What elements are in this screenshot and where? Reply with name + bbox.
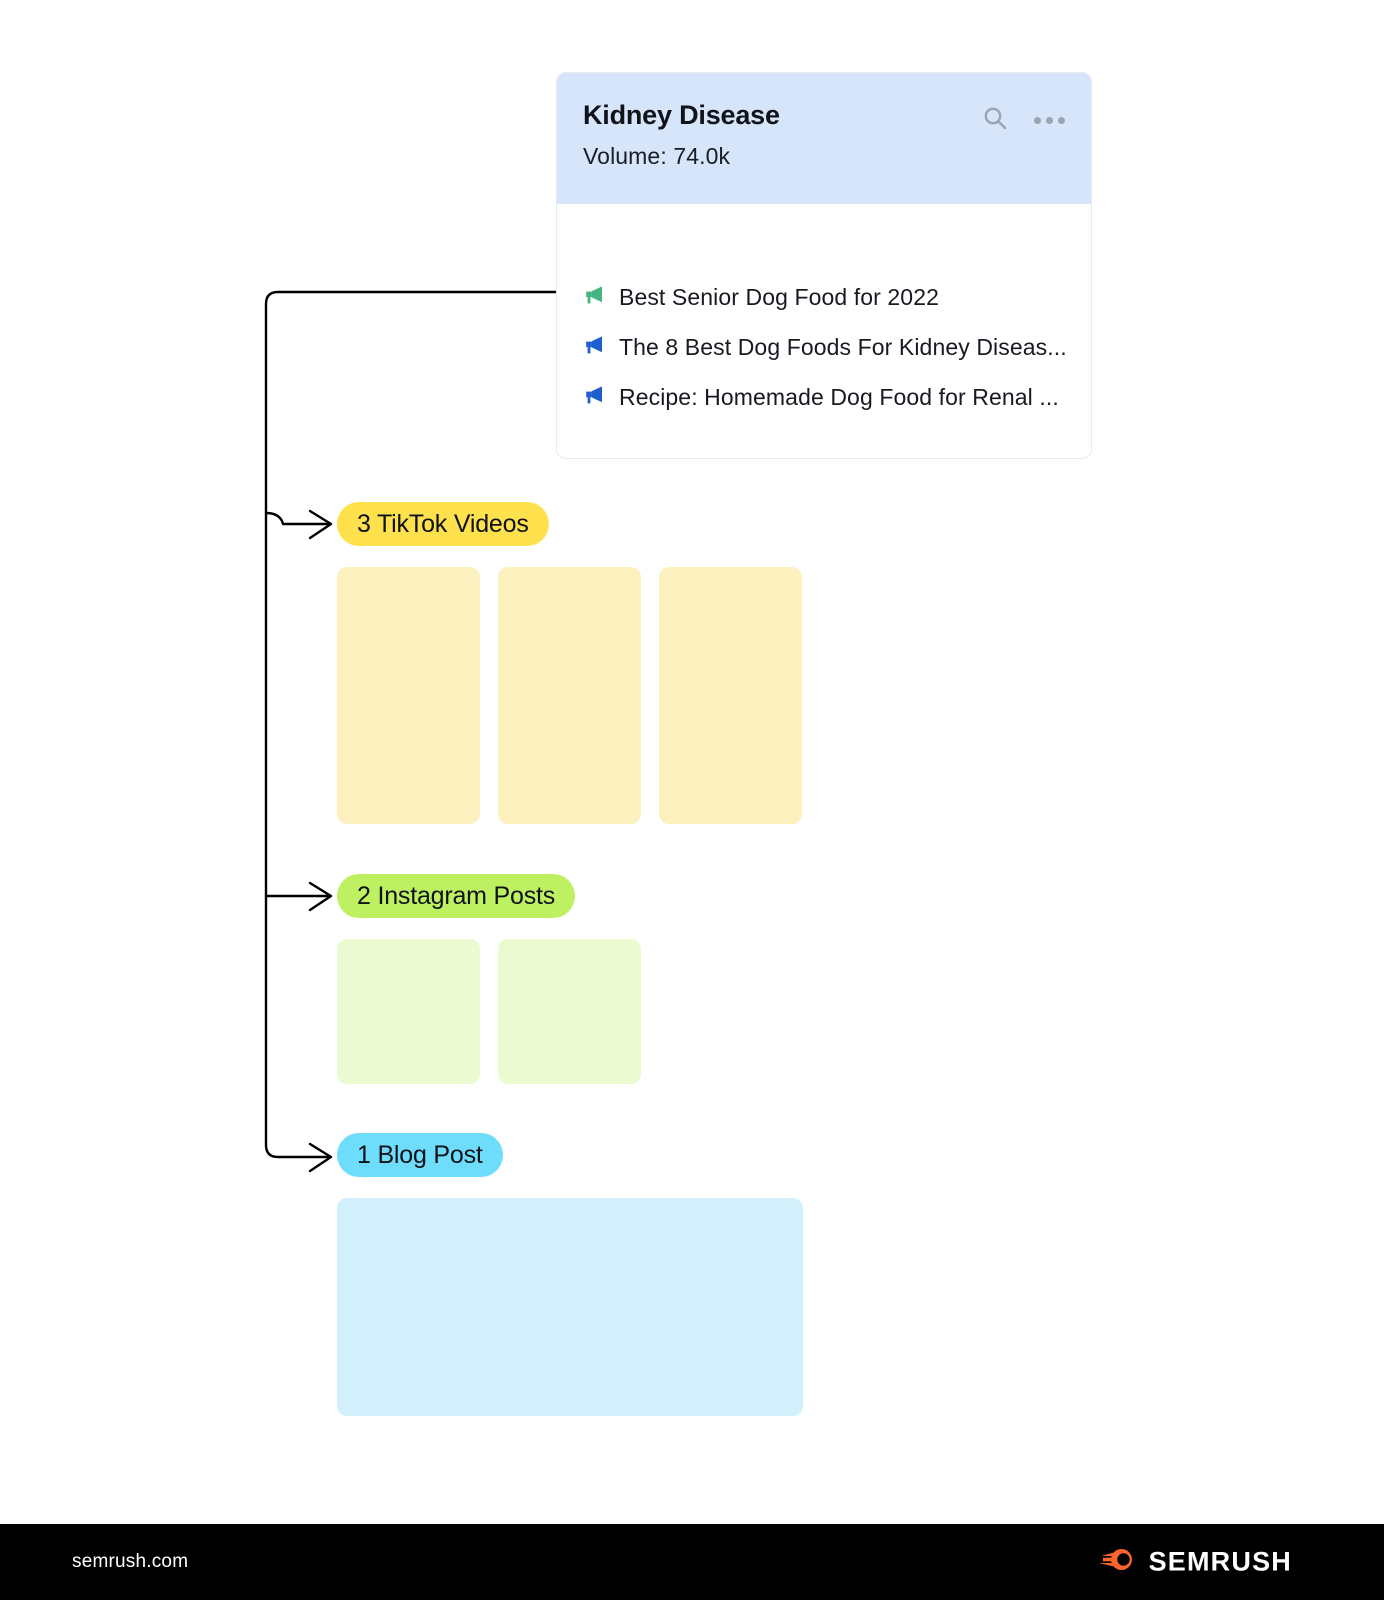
- footer-url: semrush.com: [72, 1551, 189, 1572]
- semrush-comet-logo-icon: [1098, 1545, 1139, 1580]
- card-header-actions: [982, 105, 1065, 136]
- volume-value: 74.0k: [673, 143, 731, 169]
- tiktok-video-placeholder[interactable]: [659, 567, 802, 824]
- volume-label: Volume:: [583, 143, 667, 169]
- list-item-label: Best Senior Dog Food for 2022: [619, 283, 939, 310]
- instagram-post-placeholder[interactable]: [337, 939, 480, 1084]
- connector-branch-tiktok: [264, 511, 332, 526]
- list-item[interactable]: The 8 Best Dog Foods For Kidney Diseas..…: [557, 322, 1091, 372]
- list-item[interactable]: Best Senior Dog Food for 2022: [557, 272, 1091, 322]
- semrush-wordmark: SEMRUSH: [1148, 1546, 1292, 1577]
- tiktok-video-placeholder[interactable]: [498, 567, 641, 824]
- keyword-idea-list: Best Senior Dog Food for 2022 The 8 Best…: [557, 204, 1091, 422]
- volume-row: Volume: 74.0k: [583, 141, 1063, 171]
- branch-pill-instagram[interactable]: 2 Instagram Posts: [337, 874, 576, 918]
- megaphone-icon: [583, 384, 605, 411]
- list-item[interactable]: Recipe: Homemade Dog Food for Renal ...: [557, 372, 1091, 422]
- blog-post-placeholder[interactable]: [337, 1198, 803, 1416]
- arrowhead-instagram: [308, 881, 333, 912]
- arrowhead-tiktok: [308, 509, 333, 540]
- page-title: Kidney Disease: [583, 100, 780, 130]
- branch-pill-tiktok[interactable]: 3 TikTok Videos: [337, 502, 549, 546]
- branch-pill-blog[interactable]: 1 Blog Post: [337, 1133, 503, 1177]
- megaphone-icon: [583, 284, 605, 311]
- instagram-post-placeholder[interactable]: [498, 939, 641, 1084]
- keyword-card-header: Kidney Disease Volume: 74.0k: [557, 73, 1091, 204]
- semrush-brand: SEMRUSH: [1098, 1545, 1292, 1580]
- megaphone-icon: [583, 334, 605, 361]
- tiktok-video-placeholder[interactable]: [337, 567, 480, 824]
- footer-bar: semrush.com SEMRUSH: [0, 1524, 1384, 1600]
- list-item-label: The 8 Best Dog Foods For Kidney Diseas..…: [619, 333, 1067, 360]
- search-icon[interactable]: [982, 105, 1008, 136]
- list-item-label: Recipe: Homemade Dog Food for Renal ...: [619, 383, 1059, 410]
- arrowhead-blog: [308, 1142, 333, 1173]
- keyword-card: Kidney Disease Volume: 74.0k: [556, 72, 1092, 459]
- more-options-icon[interactable]: [1034, 117, 1065, 124]
